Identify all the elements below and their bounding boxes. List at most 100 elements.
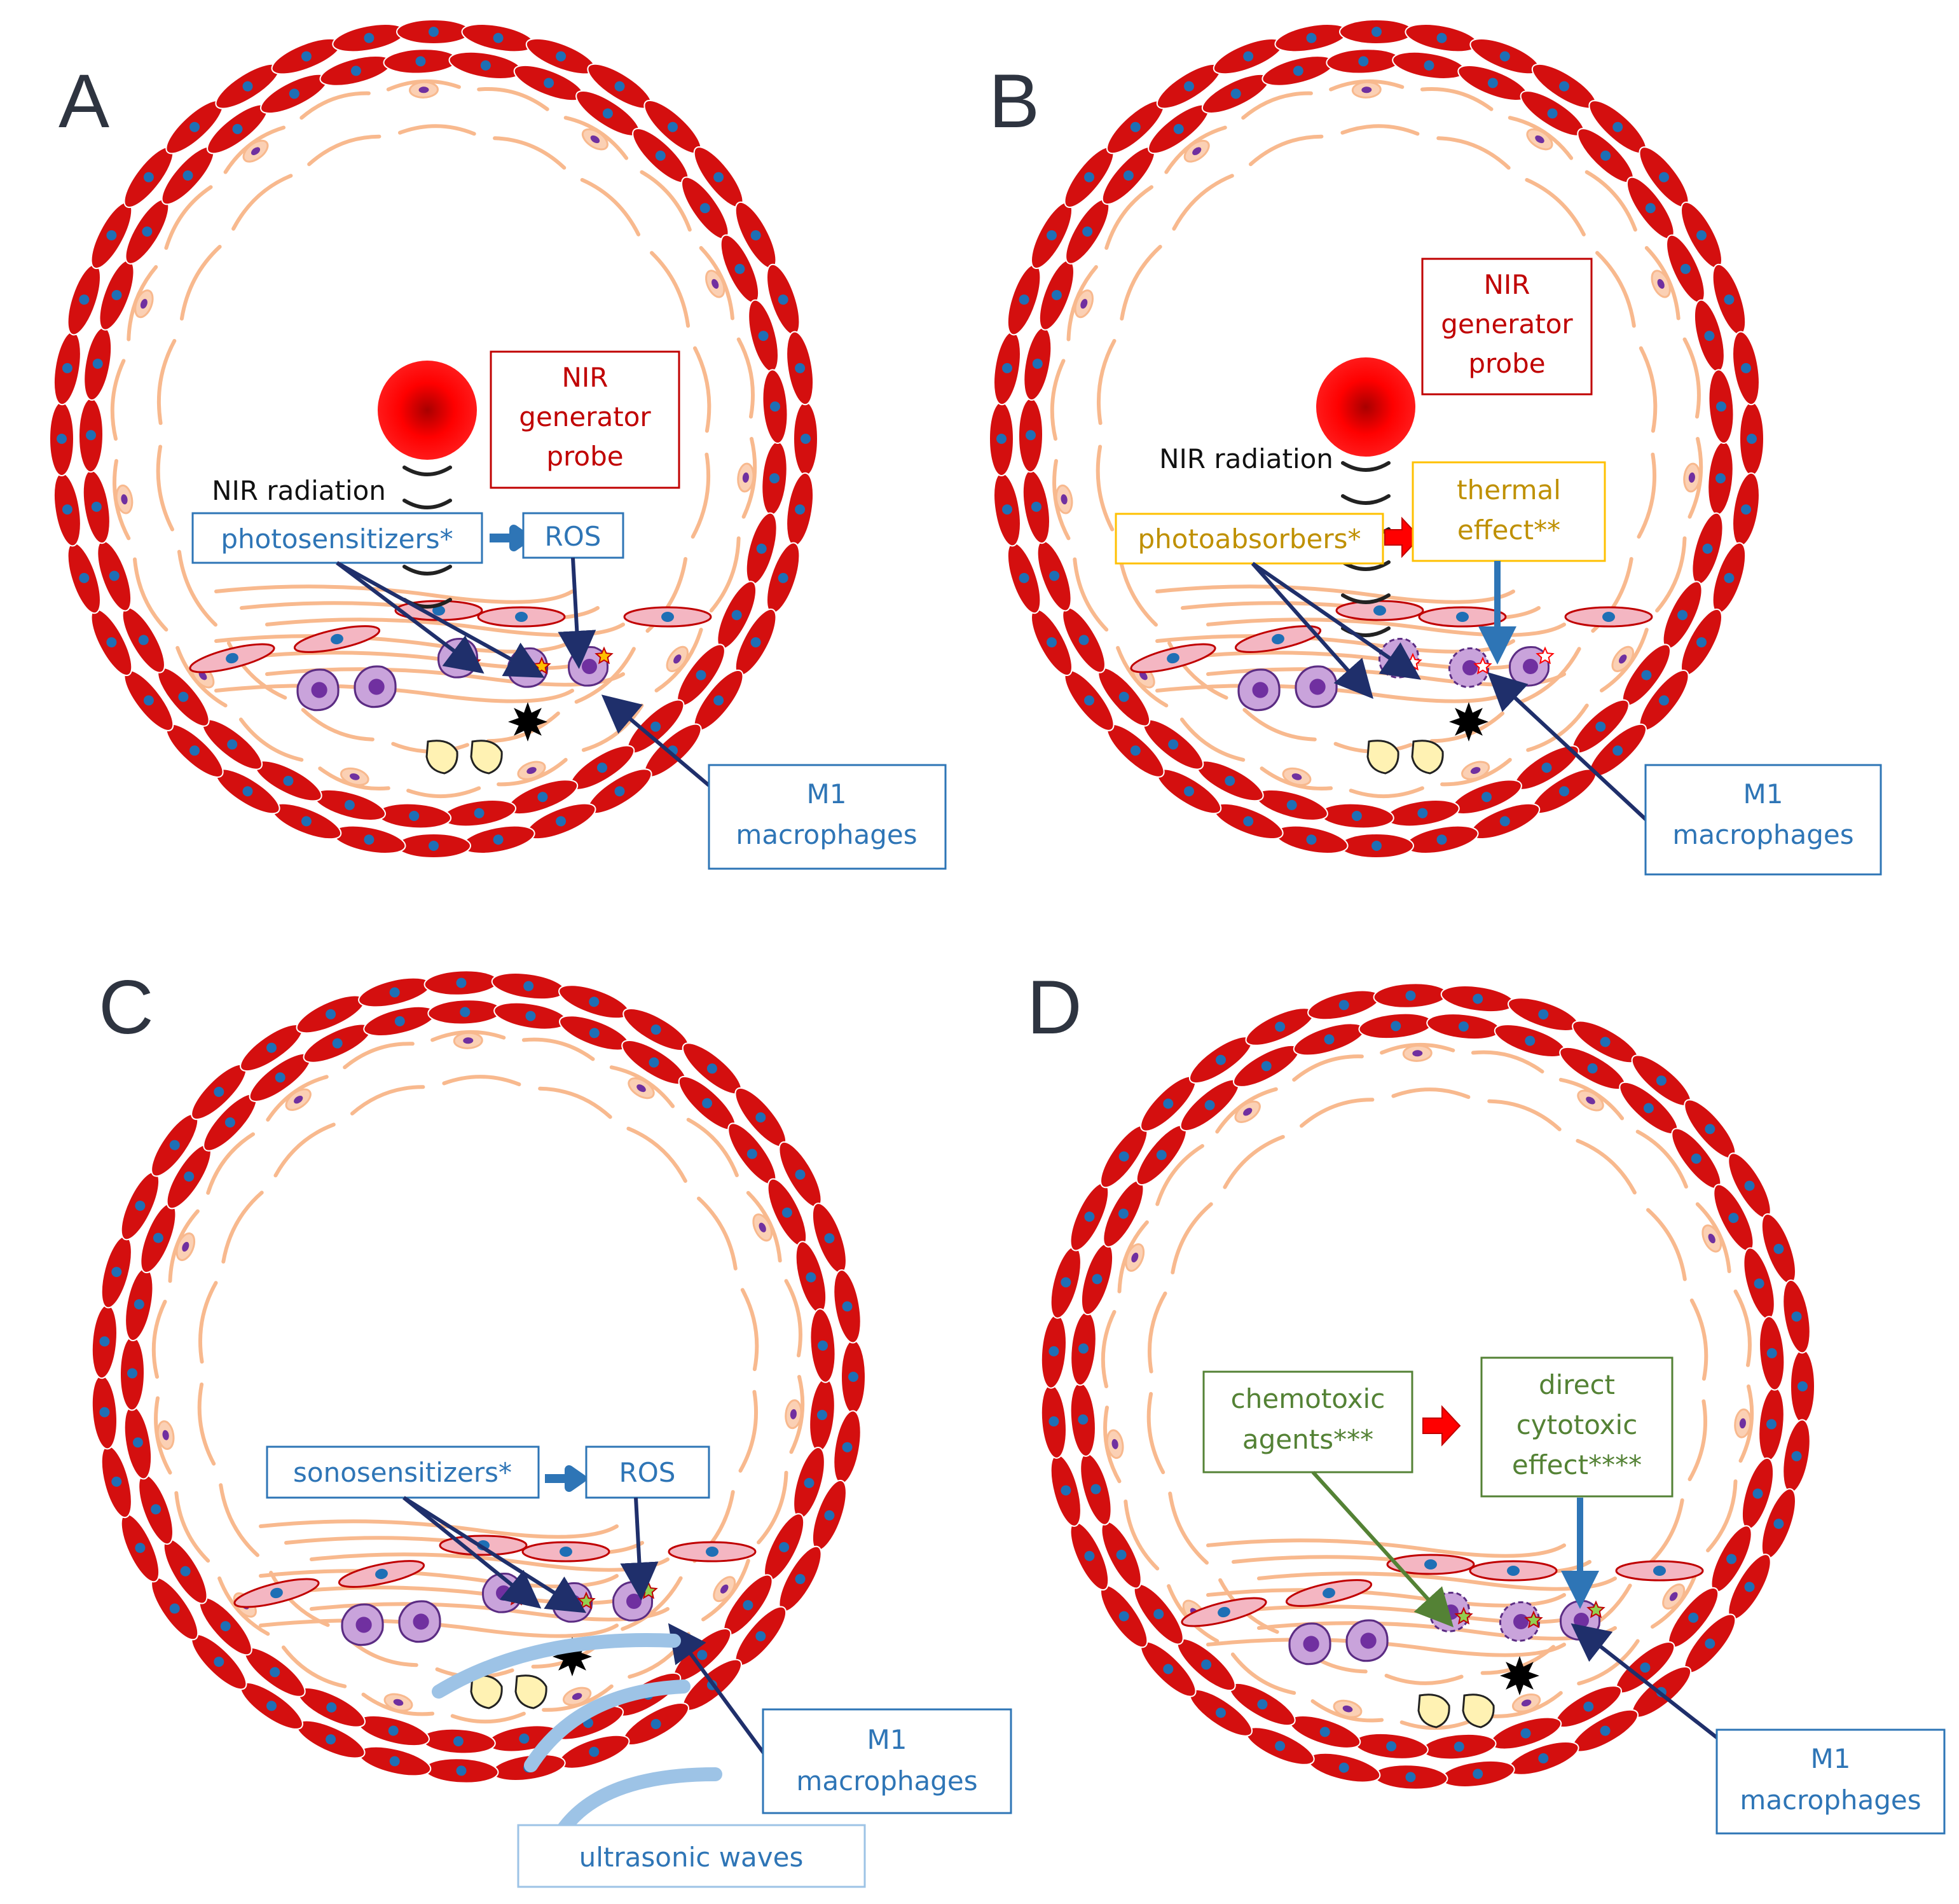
pink-endothelial-cell-icon <box>752 1213 773 1242</box>
intima-fiber <box>1096 339 1117 425</box>
pink-endothelial-cell-icon <box>517 761 546 780</box>
intima-fiber <box>640 170 692 232</box>
probe-label-line: NIR <box>1484 269 1530 300</box>
red-spindle-cell-icon <box>1392 51 1466 79</box>
red-spindle-cell-icon <box>1707 441 1734 516</box>
intima-fiber <box>1050 359 1066 441</box>
red-spindle-cell-icon <box>260 73 329 114</box>
red-spindle-cell-icon <box>1261 55 1335 86</box>
intima-fiber <box>110 359 126 441</box>
intima-fiber <box>757 1470 788 1545</box>
intima-fiber <box>1168 1491 1209 1565</box>
red-spindle-cell-icon <box>376 803 452 829</box>
pink-endothelial-cell-icon <box>1511 1693 1541 1713</box>
intima-fiber <box>164 185 213 250</box>
intima-fiber <box>1120 245 1162 321</box>
red-spindle-cell-icon <box>271 38 342 75</box>
purple-macrophage-icon <box>354 665 397 708</box>
red-spindle-cell-icon <box>53 472 81 547</box>
red-spindle-cell-icon <box>166 1143 212 1210</box>
pointer-arrow <box>668 1623 768 1758</box>
red-spindle-cell-icon <box>1440 985 1515 1013</box>
intima-fiber <box>1391 1087 1471 1100</box>
agent-label-line: agents*** <box>1242 1424 1373 1455</box>
red-spindle-cell-icon <box>1782 1279 1811 1354</box>
intima-fiber <box>198 1281 218 1364</box>
pink-endothelial-cell-icon <box>409 81 439 99</box>
red-spindle-cell-icon <box>1615 1641 1675 1694</box>
intima-fiber <box>1172 174 1234 231</box>
plaque-fiber <box>259 1618 619 1638</box>
arrow-right-icon <box>490 525 531 551</box>
panel-letter: B <box>989 59 1040 144</box>
red-spindle-cell-icon <box>383 48 458 74</box>
intima-fiber <box>1399 1718 1475 1730</box>
red-spindle-cell-icon <box>83 326 113 401</box>
intima-fiber <box>1584 170 1637 232</box>
target-label-line: macrophages <box>1740 1784 1921 1816</box>
intima-fiber <box>626 1126 687 1183</box>
red-spindle-cell-icon <box>1728 1554 1771 1620</box>
target-label-line: M1 <box>807 778 847 810</box>
red-spindle-cell-icon <box>1759 1316 1785 1391</box>
pink-smooth-muscle-icon <box>521 1541 610 1563</box>
red-spindle-cell-icon <box>1790 1349 1815 1424</box>
red-spindle-cell-icon <box>678 1075 736 1131</box>
intima-fiber <box>231 174 293 231</box>
red-spindle-cell-icon <box>761 441 788 516</box>
intima-fiber <box>1526 703 1589 752</box>
intima-fiber <box>521 1037 595 1061</box>
red-spindle-cell-icon <box>1326 48 1401 74</box>
intima-fiber <box>1300 1098 1375 1128</box>
intima-fiber <box>1420 86 1494 111</box>
pink-endothelial-cell-icon <box>628 1077 655 1100</box>
pink-smooth-muscle-icon <box>1234 625 1322 653</box>
red-spindle-cell-icon <box>1022 469 1050 544</box>
pink-endothelial-cell-icon <box>1701 1224 1722 1253</box>
yellow-foam-cell-icon <box>1411 740 1444 775</box>
nir-radiation-label: NIR radiation <box>1159 443 1333 474</box>
intima-fiber <box>156 339 177 425</box>
red-spindle-cell-icon <box>766 542 801 614</box>
arrow-right-icon <box>1384 516 1421 558</box>
intima-fiber <box>179 245 222 321</box>
red-spindle-cell-icon <box>1189 1036 1253 1084</box>
red-spindle-cell-icon <box>396 833 471 859</box>
purple-macrophage-icon <box>296 668 340 712</box>
pink-endothelial-cell-icon <box>785 1399 802 1430</box>
panel-c: C sonosensitizers* ROS M1 macrophages ul… <box>91 965 1012 1888</box>
agent-star-icon <box>1524 1610 1543 1629</box>
red-spindle-cell-icon <box>49 401 74 476</box>
red-spindle-cell-icon <box>1293 1023 1366 1056</box>
intima-fiber <box>1101 1309 1117 1388</box>
pink-endothelial-cell-icon <box>175 1232 196 1261</box>
probe-label-line: probe <box>1468 348 1545 379</box>
pink-smooth-muscle-icon <box>1285 1579 1373 1607</box>
intima-fiber <box>1155 1144 1204 1206</box>
intima-fiber <box>693 346 711 433</box>
intima-fiber <box>1073 557 1109 632</box>
intima-fiber <box>1171 1202 1213 1274</box>
pink-endothelial-cell-icon <box>285 1088 312 1111</box>
red-spindle-cell-icon <box>1761 1213 1796 1285</box>
intima-fiber <box>1733 1289 1752 1367</box>
pointer-arrow <box>1251 562 1373 699</box>
result-label-line: thermal <box>1457 474 1561 506</box>
pink-endothelial-cell-icon <box>1662 1583 1686 1610</box>
red-spindle-cell-icon <box>97 540 132 612</box>
intima-fiber <box>1595 251 1636 328</box>
intima-fiber <box>477 86 549 111</box>
vessel-wall <box>989 19 1764 859</box>
result-box <box>585 1445 710 1499</box>
red-spindle-cell-icon <box>203 1093 258 1152</box>
pointer-arrow <box>1571 1623 1724 1744</box>
red-spindle-cell-icon <box>82 469 111 544</box>
panel-a: A NIR generator probe NIR radiation phot… <box>49 19 947 870</box>
pointer-arrow <box>1487 672 1649 822</box>
intima-fiber <box>697 1196 738 1271</box>
red-spindle-cell-icon <box>1626 176 1675 240</box>
intima-fiber <box>1436 136 1511 170</box>
result-label: ROS <box>619 1457 676 1488</box>
red-spindle-cell-icon <box>1426 1013 1501 1040</box>
wave-arc <box>1341 461 1391 472</box>
